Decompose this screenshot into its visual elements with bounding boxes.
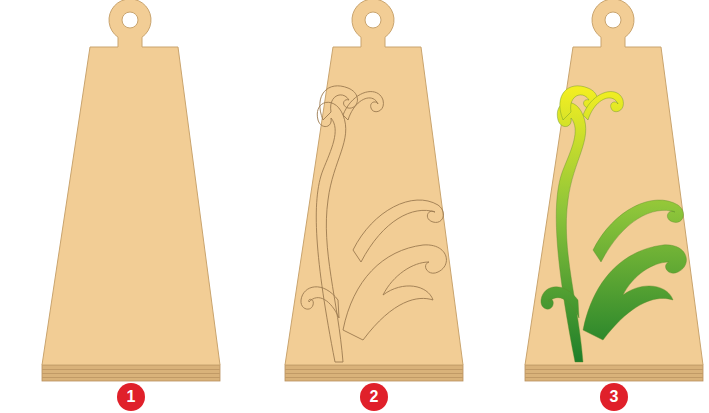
callout-circle: 2 (360, 383, 388, 411)
callout-number: 2 (370, 389, 379, 405)
callout-number: 3 (610, 389, 619, 405)
callout-circle: 1 (117, 383, 145, 411)
callout-circle: 3 (600, 383, 628, 411)
outlined-board (285, 0, 463, 381)
painted-board (525, 0, 703, 381)
plain-board (42, 0, 220, 381)
callout-number: 1 (127, 389, 136, 405)
